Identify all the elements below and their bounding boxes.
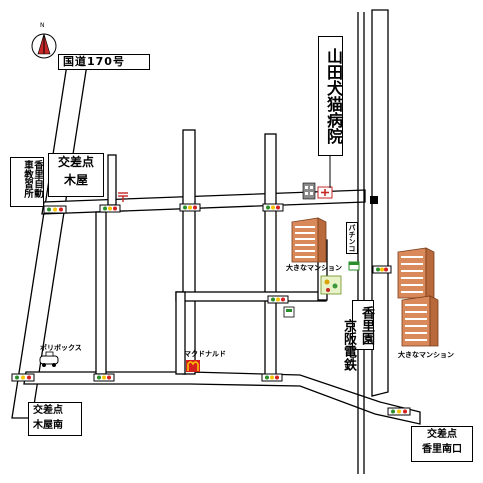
traffic-signals xyxy=(11,203,411,416)
road-mid xyxy=(175,291,327,302)
mcdonalds-icon xyxy=(186,360,200,372)
signal-v1 xyxy=(99,204,121,213)
signal-kori-minamiguchi xyxy=(387,407,411,416)
police-label: ポリボックス xyxy=(40,344,82,352)
compass-north-label: N xyxy=(40,22,45,29)
road-v2 xyxy=(182,129,196,375)
convenience-store-icon xyxy=(348,261,360,271)
signal-v3 xyxy=(262,203,284,212)
intersection-kori-minamiguchi-box: 交差点 香里南口 xyxy=(411,426,473,462)
mansion-left-icon xyxy=(291,217,327,263)
signal-mid xyxy=(267,295,289,304)
railway-box: 京阪電鉄 xyxy=(334,310,356,380)
driving-school-box: 香里自動車教習所 xyxy=(10,157,44,207)
road-v1 xyxy=(95,211,107,375)
mansion-right-bottom-icon xyxy=(401,295,439,347)
driving-school-label: 香里自動車教習所 xyxy=(22,160,43,198)
hospital-name-box: 山田犬猫病院 xyxy=(318,36,343,156)
intersection-kiya-minami-line1: 交差点 xyxy=(33,405,63,416)
intersection-kiya-line1: 交差点 xyxy=(57,155,94,169)
signal-right xyxy=(372,265,392,274)
park-icon xyxy=(320,275,342,295)
station-label: 香里園 xyxy=(359,305,374,345)
station-icon xyxy=(370,196,378,204)
mansion-right-label: 大きなマンション xyxy=(398,351,454,359)
shop-icon xyxy=(283,306,295,318)
intersection-kiya-box: 交差点 木屋 xyxy=(48,153,104,197)
hospital-name: 山田犬猫病院 xyxy=(324,48,343,144)
intersection-kiya-minami-line2: 木屋南 xyxy=(33,419,63,431)
intersection-kori-line1: 交差点 xyxy=(427,429,457,440)
road-mid-v xyxy=(175,291,186,375)
post-office-icon xyxy=(118,192,128,202)
signal-bottom-2 xyxy=(261,373,283,382)
railway-line xyxy=(357,12,365,474)
railway-label: 京阪電鉄 xyxy=(341,319,356,371)
pachinko-label: パチンコ xyxy=(346,222,358,254)
road-bottom xyxy=(23,371,421,425)
signal-kiya-minami xyxy=(11,373,35,382)
route-label: 国道170号 xyxy=(63,55,125,68)
police-car-icon xyxy=(39,351,59,367)
signal-v2 xyxy=(179,203,201,212)
route-label-box: 国道170号 xyxy=(58,54,150,70)
road-v5 xyxy=(107,154,117,206)
hospital-building-icon xyxy=(302,182,333,200)
intersection-kiya-minami-box: 交差点 木屋南 xyxy=(28,402,82,436)
compass-icon xyxy=(31,32,57,59)
intersection-kori-line2: 香里南口 xyxy=(422,443,462,455)
road-v3 xyxy=(264,133,277,377)
station-box: 香里園 xyxy=(352,300,374,350)
road-top xyxy=(41,189,366,215)
intersection-kiya-line2: 木屋 xyxy=(63,172,88,187)
signal-bottom-1 xyxy=(93,373,115,382)
mcdonalds-label: マクドナルド xyxy=(184,350,226,358)
mansion-right-top-icon xyxy=(397,247,435,299)
road-right-v xyxy=(371,9,389,397)
mansion-left-label: 大きなマンション xyxy=(286,264,342,272)
signal-kiya xyxy=(43,205,67,214)
